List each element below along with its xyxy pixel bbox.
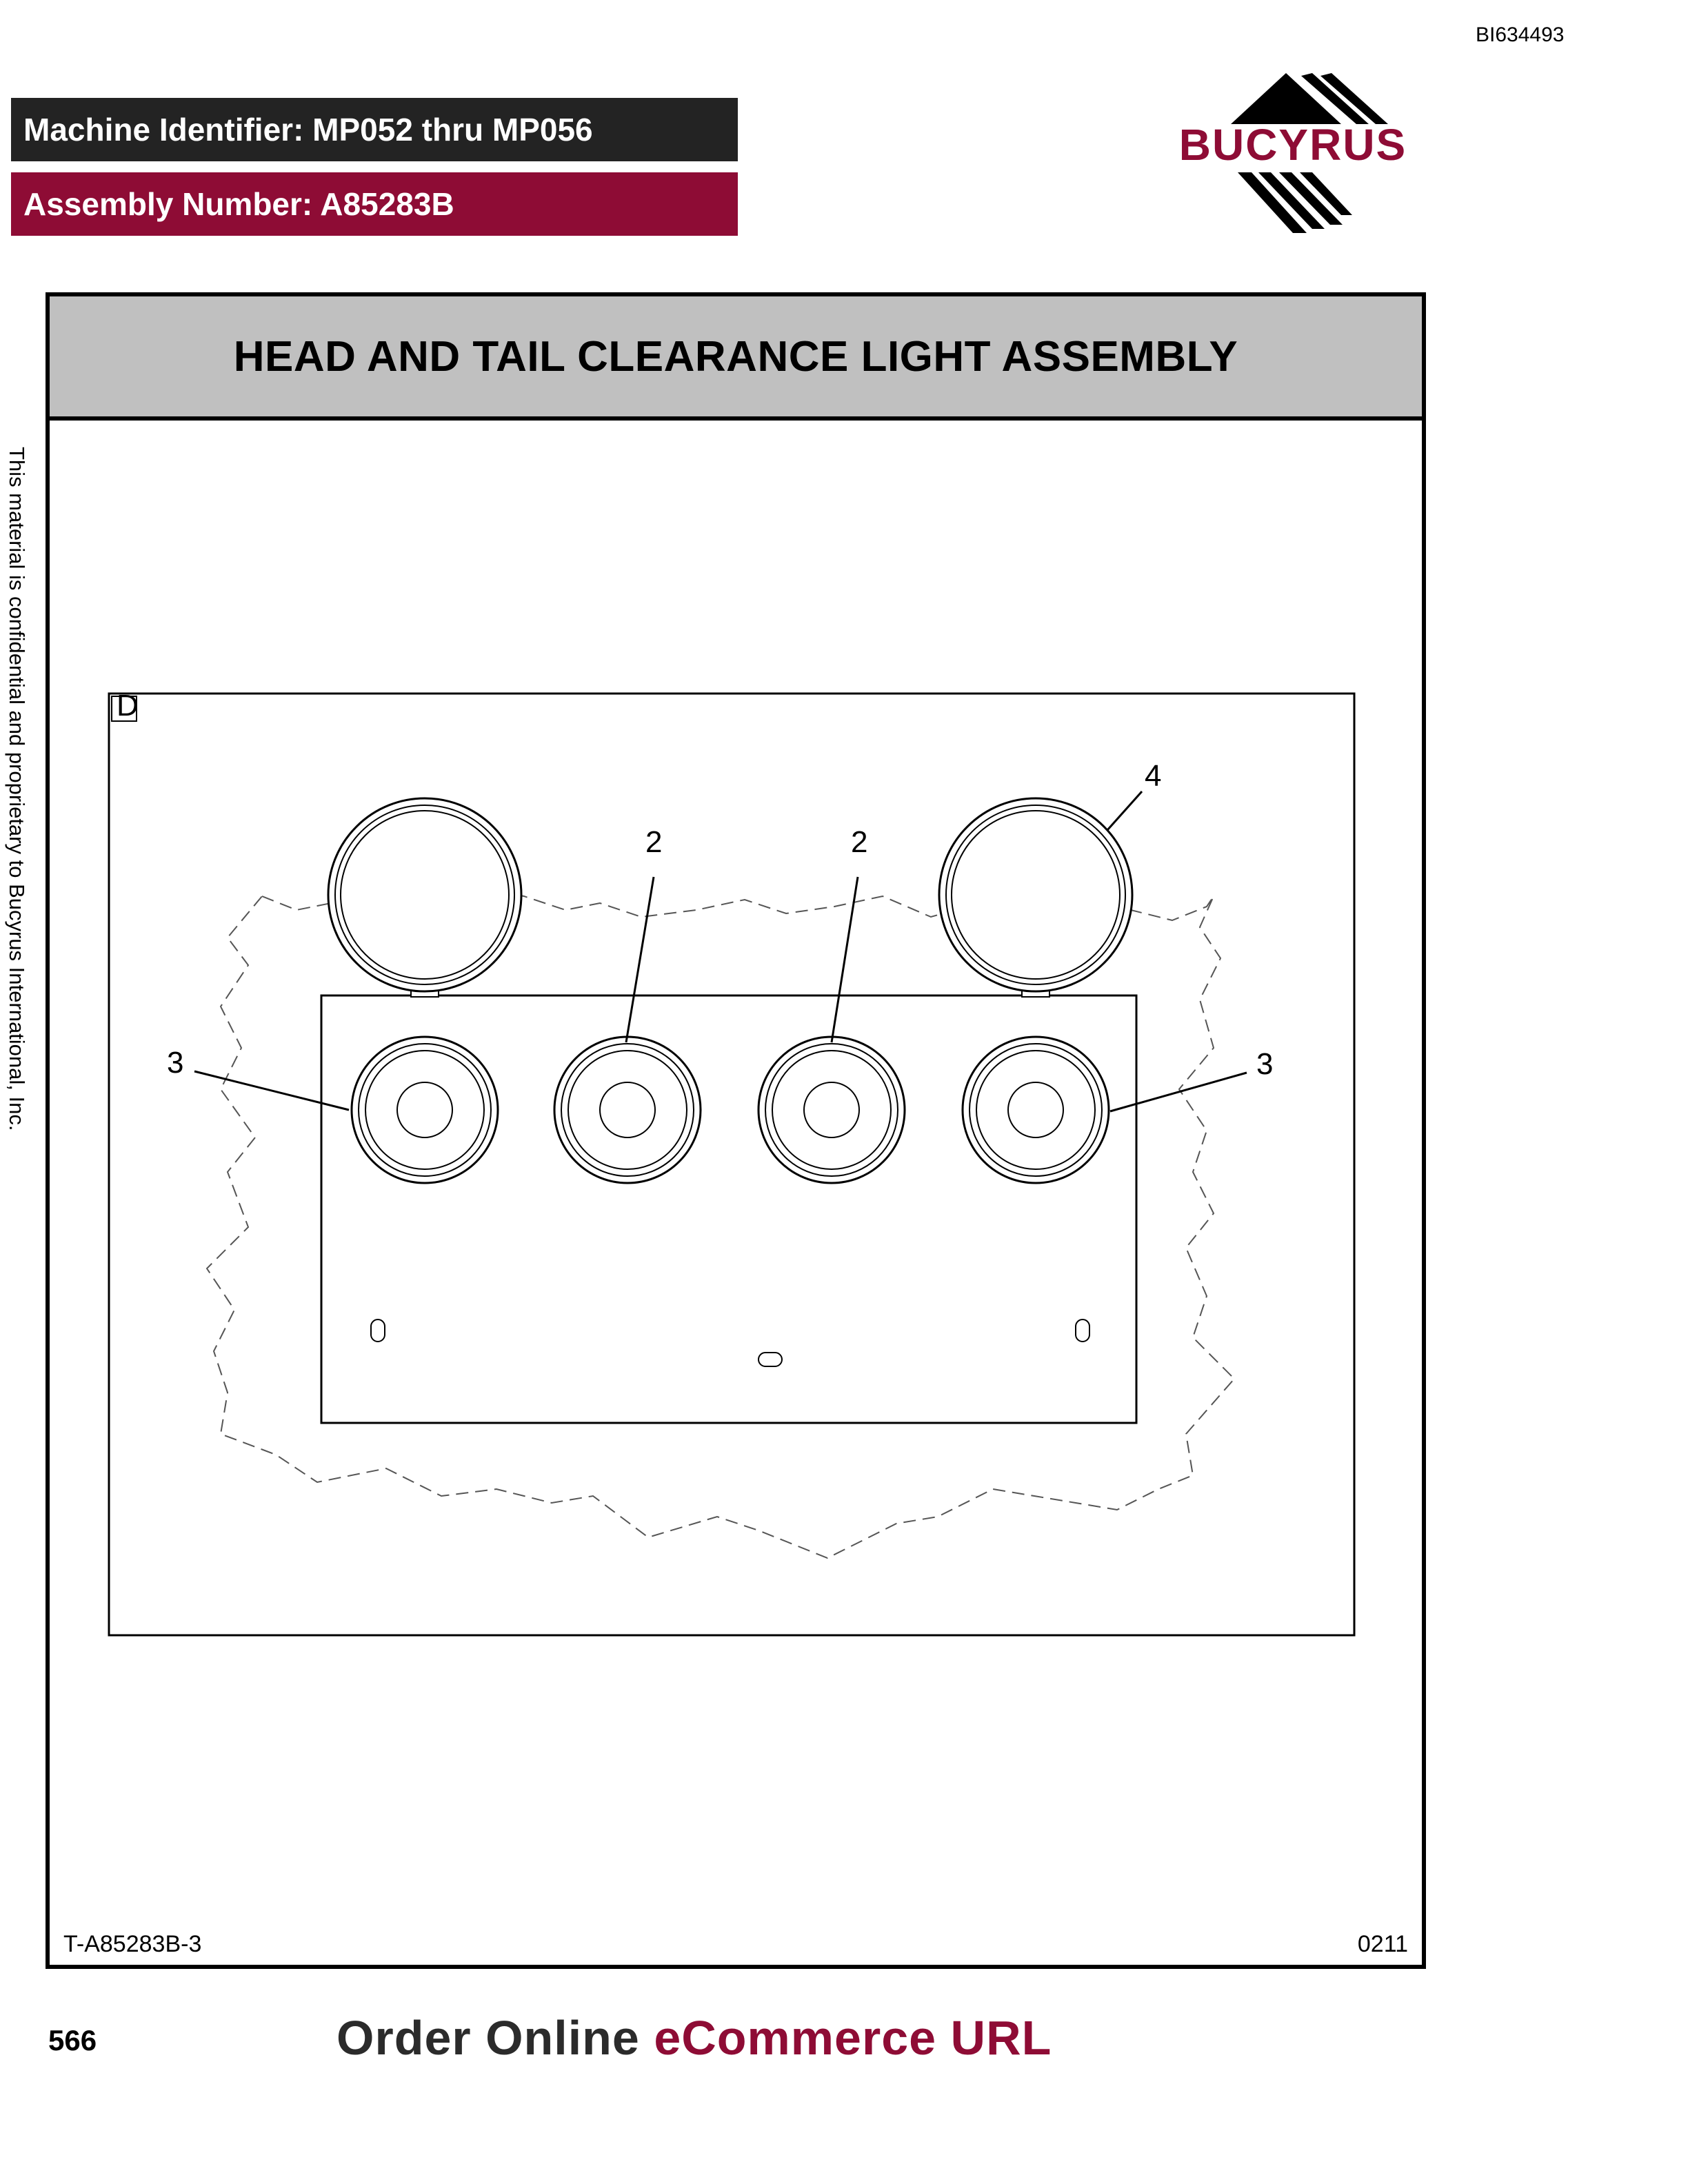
figure-date-code: 0211 <box>1357 1931 1408 1957</box>
ecommerce-url-text: eCommerce URL <box>654 2011 1052 2065</box>
assembly-number-banner: Assembly Number: A85283B <box>11 172 738 236</box>
callout-2-right: 2 <box>851 825 867 859</box>
clearance-lamp-3 <box>757 1035 906 1184</box>
callout-3-left: 3 <box>167 1046 183 1080</box>
confidentiality-notice: This material is confidential and propri… <box>5 447 29 1131</box>
mounting-slot-left <box>370 1319 385 1342</box>
title-bar: HEAD AND TAIL CLEARANCE LIGHT ASSEMBLY <box>50 296 1422 421</box>
mounting-slot-center <box>758 1352 783 1367</box>
view-marker: D <box>117 689 139 722</box>
page-title: HEAD AND TAIL CLEARANCE LIGHT ASSEMBLY <box>233 332 1238 381</box>
assembly-drawing: D <box>108 689 1356 1637</box>
page-number: 566 <box>48 2024 97 2056</box>
callout-3-right: 3 <box>1256 1047 1273 1081</box>
order-online-link[interactable]: Order Online eCommerce URL <box>336 2010 1052 2065</box>
clearance-lamp-1 <box>350 1035 499 1184</box>
figure-reference: T-A85283B-3 <box>63 1931 202 1957</box>
upper-lamp-left <box>327 797 523 998</box>
machine-identifier-banner: Machine Identifier: MP052 thru MP056 <box>11 98 738 161</box>
document-id: BI634493 <box>1476 23 1565 46</box>
leader-lines <box>194 791 1247 1113</box>
drawing-frame: HEAD AND TAIL CLEARANCE LIGHT ASSEMBLY D <box>46 292 1426 1969</box>
bucyrus-logo: BUCYRUS <box>1179 73 1407 233</box>
upper-lamp-right <box>938 797 1134 998</box>
callout-4: 4 <box>1145 759 1161 793</box>
clearance-lamp-2 <box>553 1035 702 1184</box>
clearance-lamp-4 <box>961 1035 1110 1184</box>
logo-text: BUCYRUS <box>1179 120 1407 170</box>
mounting-slot-right <box>1075 1319 1090 1342</box>
order-online-text: Order Online <box>336 2011 654 2065</box>
mounting-outline <box>205 888 1236 1559</box>
callout-2-left: 2 <box>645 825 662 859</box>
